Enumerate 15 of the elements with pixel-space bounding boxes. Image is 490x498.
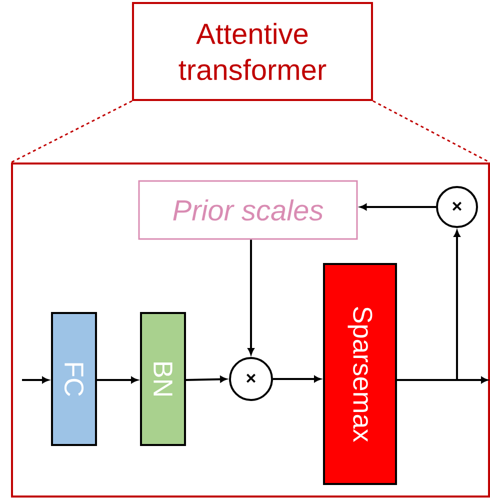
arrow	[397, 230, 460, 381]
arrow	[97, 376, 138, 384]
arrow	[273, 376, 321, 382]
connector-line	[372, 100, 490, 164]
arrow	[186, 376, 227, 382]
layer-box: FC	[51, 312, 97, 446]
zoom-frame	[11, 162, 490, 498]
arrow	[22, 376, 49, 384]
layer-box: Sparsemax	[323, 263, 397, 485]
arrow	[248, 240, 254, 355]
title-box: Attentive transformer	[132, 2, 373, 101]
arrow	[360, 204, 436, 210]
layer-box: BN	[140, 312, 186, 446]
connector-line	[10, 100, 132, 164]
prior-box: Prior scales	[138, 180, 358, 240]
